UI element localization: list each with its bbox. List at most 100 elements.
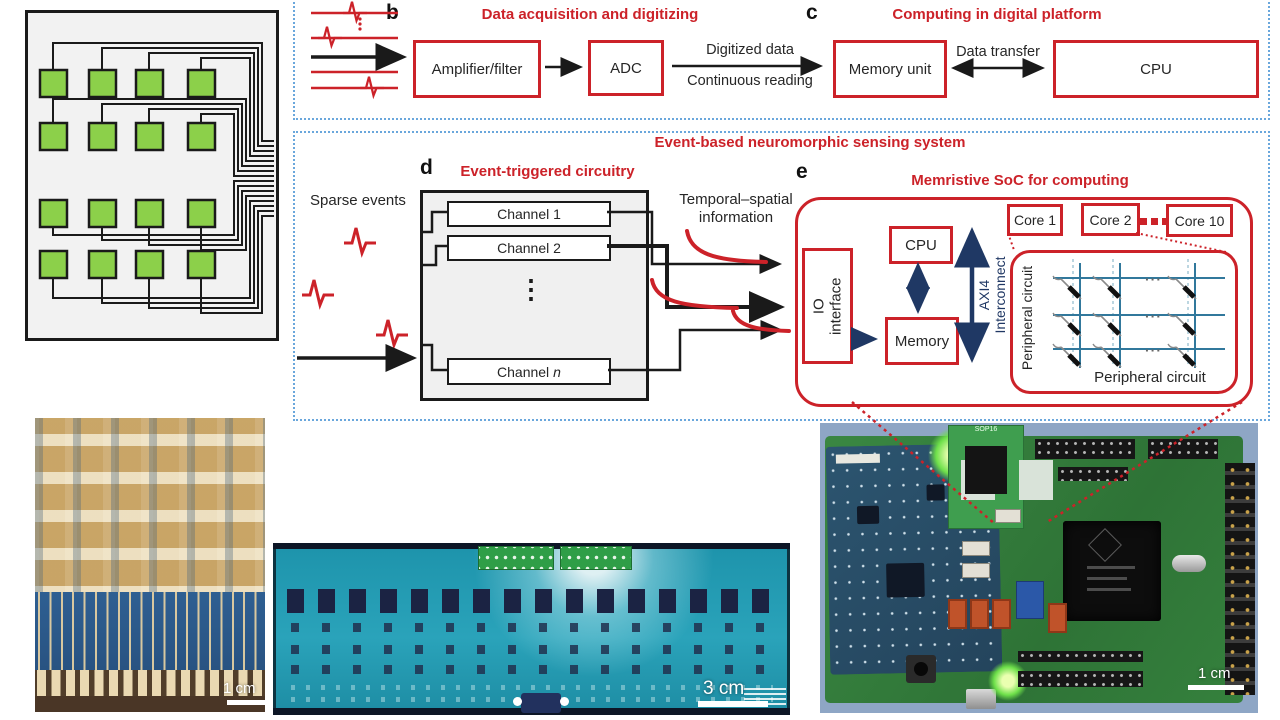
amplifier-filter-text: Amplifier/filter [431, 60, 523, 78]
orange-jumper-4 [1048, 603, 1067, 633]
scalebar-label-mid: 3 cm [703, 678, 745, 699]
daughter-label-strip [835, 453, 880, 464]
channel-n-box: Channel n [447, 358, 611, 385]
top-pin-header-2 [1148, 439, 1218, 459]
panel-e-label: e [796, 160, 808, 183]
channel-n-prefix: Channel [497, 363, 550, 380]
contact-pads-region [35, 670, 265, 696]
mid-pin-header [1058, 467, 1128, 481]
bottom-pin-header-2 [1018, 671, 1143, 687]
panel-c-title: Computing in digital platform [892, 6, 1102, 23]
scalebar-label-left: 1 cm [223, 680, 256, 697]
daughter-chip-1 [886, 562, 925, 598]
panel-d-label: d [420, 156, 433, 179]
crossbar-ellipsis-2: ··· [1145, 308, 1162, 324]
channel-2-text: Channel 2 [497, 240, 561, 256]
electrode-film-region [35, 418, 265, 592]
data-transfer-label: Data transfer [956, 44, 1040, 60]
core-ellipsis-dots [1138, 212, 1171, 230]
adc-box: ADC [588, 40, 664, 96]
via-row-1 [291, 685, 773, 690]
white-jumper-3 [995, 509, 1021, 523]
temporal-line2: information [698, 209, 774, 226]
event-panel-title: Event-based neuromorphic sensing system [654, 134, 966, 151]
top-pin-header-1 [1035, 439, 1135, 459]
push-button [906, 655, 936, 683]
bottom-connector [513, 693, 569, 713]
sop16-label: SOP16 [974, 426, 998, 433]
channel-n-var: n [553, 363, 561, 380]
channel-2-box: Channel 2 [447, 235, 611, 261]
cpu-text-e: CPU [905, 236, 937, 254]
crossbar-ellipsis-1: ··· [1145, 271, 1162, 287]
scalebar-left [227, 700, 269, 705]
crystal-oscillator [1172, 555, 1206, 572]
ic-chip-row [287, 589, 777, 613]
temporal-spatial-label: Temporal–spatial information [660, 191, 812, 227]
orange-jumper-3 [992, 599, 1011, 629]
component-row-1 [291, 623, 773, 632]
peripheral-circuit-bottom-label: Peripheral circuit [1094, 369, 1206, 386]
channel-pcb-photo: 3 cm [273, 543, 790, 715]
fpga-chip [1063, 521, 1161, 621]
core-1-text: Core 1 [1013, 212, 1057, 228]
cpu-text-c: CPU [1140, 60, 1172, 78]
panel-e-title: Memristive SoC for computing [911, 172, 1129, 189]
panel-c-label: c [806, 1, 818, 24]
fpga-board-photo: SOP16 1 cm [820, 423, 1258, 713]
daughter-chip-3 [926, 484, 945, 501]
orange-jumper-2 [970, 599, 989, 629]
crossbar-ellipsis-3: ··· [1145, 342, 1162, 358]
right-pin-headers [1225, 463, 1255, 695]
amplifier-filter-box: Amplifier/filter [413, 40, 541, 98]
component-row-3 [291, 665, 773, 674]
panel-d-title: Event-triggered circuitry [460, 163, 635, 180]
terminal-block-2 [560, 546, 632, 570]
sparse-events-label: Sparse events [310, 192, 406, 209]
sop16-chip [965, 446, 1007, 494]
memory-box-e: Memory [885, 317, 959, 365]
orange-jumper-1 [948, 599, 967, 629]
blue-potentiometer [1016, 581, 1044, 619]
memory-text-e: Memory [894, 332, 950, 350]
electrode-array-photo: 1 cm [35, 418, 269, 712]
channel-1-text: Channel 1 [497, 206, 561, 222]
core-1-box: Core 1 [1007, 204, 1063, 236]
adc-text: ADC [610, 59, 642, 77]
panel-bc-border [293, 0, 1270, 120]
memristor-crossbar-icon [1035, 259, 1225, 371]
memory-unit-box: Memory unit [833, 40, 947, 98]
cpu-box-c: CPU [1053, 40, 1259, 98]
electrode-array-schematic [25, 10, 279, 341]
cpu-box-e: CPU [889, 226, 953, 264]
channel-1-box: Channel 1 [447, 201, 611, 227]
daughter-chip-2 [856, 505, 880, 525]
photo-edge-strip [35, 696, 265, 712]
scalebar-mid [698, 701, 768, 707]
panel-b-title: Data acquisition and digitizing [481, 6, 699, 23]
memristor-core-outline [1010, 250, 1238, 394]
scalebar-label-right: 1 cm [1198, 665, 1231, 682]
digitized-data-label: Digitized data [706, 42, 794, 58]
core-10-box: Core 10 [1166, 204, 1233, 237]
micro-usb-port [966, 689, 996, 709]
core-10-text: Core 10 [1174, 212, 1225, 229]
white-jumper-2 [962, 563, 990, 578]
core-2-text: Core 2 [1089, 211, 1132, 228]
scalebar-right [1188, 685, 1244, 690]
channel-vdots: ⋮ [518, 274, 544, 304]
memory-unit-text: Memory unit [848, 60, 932, 78]
bottom-pin-header-1 [1018, 651, 1143, 662]
component-row-2 [291, 645, 773, 654]
event-panel-border [293, 131, 1270, 421]
panel-b-label: b [386, 1, 399, 24]
temporal-line1: Temporal–spatial [679, 191, 793, 208]
continuous-reading-label: Continuous reading [687, 73, 813, 89]
white-jumper-1 [962, 541, 990, 556]
terminal-block-1 [478, 546, 554, 570]
core-2-box: Core 2 [1081, 203, 1140, 236]
